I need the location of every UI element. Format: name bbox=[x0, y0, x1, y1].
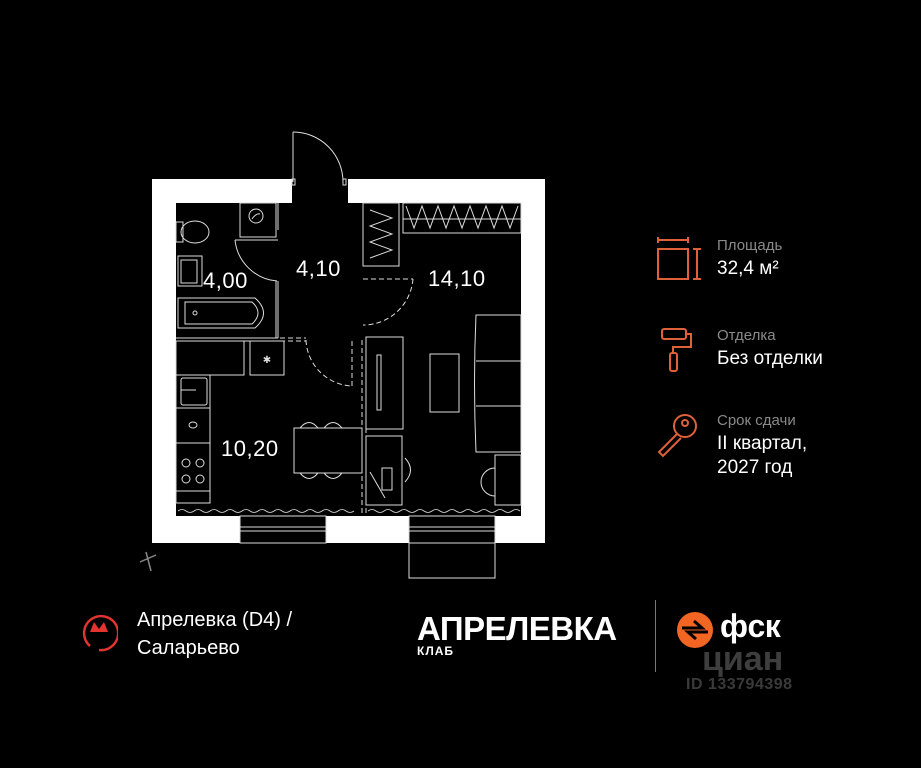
room-area-hallway: 4,10 bbox=[296, 256, 341, 281]
coffee-table bbox=[429, 353, 460, 413]
metro-line-2: Саларьево bbox=[137, 637, 240, 659]
delivery-value: II квартал, 2027 год bbox=[717, 432, 807, 480]
tv-unit bbox=[365, 336, 404, 430]
partition-wall bbox=[361, 340, 367, 516]
entrance-door bbox=[291, 131, 347, 186]
room-area-kitchen: 10,20 bbox=[221, 436, 279, 461]
area-label: Площадь bbox=[717, 237, 783, 254]
washing-machine bbox=[239, 202, 277, 238]
developer-name: фск bbox=[720, 608, 781, 644]
desk bbox=[365, 435, 411, 506]
watermark-id: ID 133794398 bbox=[686, 676, 793, 693]
area-icon bbox=[657, 237, 701, 280]
finishing-label: Отделка bbox=[717, 327, 776, 344]
svg-text:✱: ✱ bbox=[263, 355, 271, 366]
delivery-quarter: II квартал, bbox=[717, 433, 808, 454]
compass-icon bbox=[139, 551, 157, 572]
living-door bbox=[362, 278, 414, 326]
radiators bbox=[177, 509, 521, 513]
logo-divider bbox=[655, 600, 656, 672]
wardrobe bbox=[362, 202, 522, 267]
sofa bbox=[474, 314, 522, 453]
kitchen-counter: ✱ bbox=[175, 340, 285, 504]
metro-names: Апрелевка (D4) / Саларьево bbox=[137, 606, 292, 662]
project-subtitle: КЛАБ bbox=[417, 644, 455, 658]
windows bbox=[239, 515, 496, 579]
fsk-logo-icon bbox=[677, 612, 713, 648]
delivery-year: 2027 год bbox=[717, 457, 793, 478]
toilet bbox=[175, 220, 210, 244]
paint-roller-icon bbox=[661, 328, 692, 372]
side-table bbox=[480, 454, 522, 506]
watermark-brand: циан bbox=[702, 640, 784, 678]
key-icon bbox=[657, 414, 697, 458]
bathroom-sink bbox=[177, 255, 203, 287]
room-area-bathroom: 4,00 bbox=[203, 268, 248, 293]
project-title: АПРЕЛЕВКА bbox=[417, 610, 617, 647]
dining-table bbox=[293, 422, 363, 479]
project-logo: АПРЕЛЕВКА КЛАБ bbox=[417, 610, 617, 659]
delivery-label: Срок сдачи bbox=[717, 412, 796, 429]
room-area-living-room: 14,10 bbox=[428, 266, 486, 291]
finishing-value: Без отделки bbox=[717, 348, 823, 369]
metro-line-1: Апрелевка (D4) / bbox=[137, 609, 293, 631]
area-value: 32,4 м² bbox=[717, 258, 779, 279]
kitchen-door bbox=[280, 337, 353, 387]
metro-icon bbox=[82, 614, 118, 652]
bathtub bbox=[177, 297, 264, 329]
